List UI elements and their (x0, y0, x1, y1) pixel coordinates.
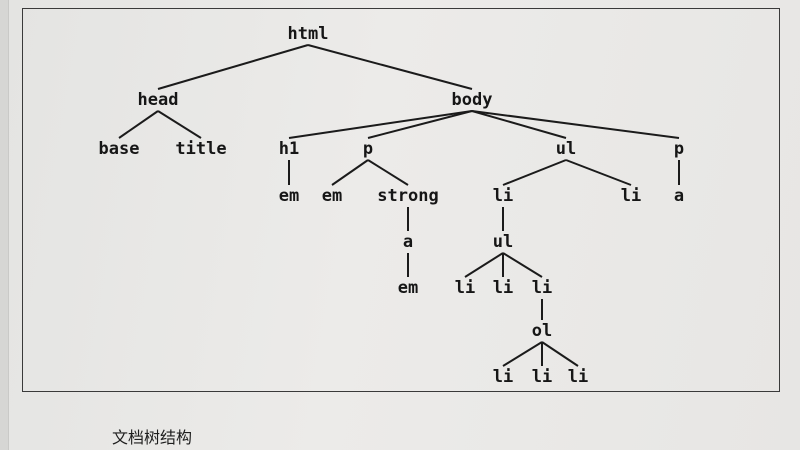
edge-ol-li6 (502, 341, 543, 367)
node-a2: a (674, 186, 684, 206)
edge-ul2-li5 (502, 252, 543, 278)
edge-body-h1 (288, 110, 473, 139)
node-strong: strong (377, 186, 438, 206)
node-title: title (175, 139, 226, 159)
edge-html-head (157, 44, 309, 90)
page-edge (0, 0, 9, 450)
figure-caption: 文档树结构 (112, 428, 193, 447)
node-h1: h1 (279, 139, 299, 159)
node-li8: li (568, 367, 588, 387)
node-a1: a (403, 232, 413, 252)
node-li7: li (532, 367, 552, 387)
node-li5: li (532, 278, 552, 298)
node-li4: li (493, 278, 513, 298)
tree-edges (118, 44, 680, 367)
edge-body-p2 (471, 110, 680, 139)
node-html: html (288, 24, 329, 44)
edge-p1-strong (367, 159, 409, 186)
node-li6: li (493, 367, 513, 387)
edge-head-title (157, 110, 202, 139)
edge-ul2-li3 (464, 252, 504, 278)
node-li3: li (455, 278, 475, 298)
node-li2: li (621, 186, 641, 206)
node-ul2: ul (493, 232, 513, 252)
node-ol: ol (532, 321, 552, 341)
edge-body-p1 (367, 110, 473, 139)
node-p2: p (674, 139, 684, 159)
diagram-frame (22, 8, 780, 392)
node-head: head (138, 90, 179, 110)
node-em1: em (279, 186, 299, 206)
node-ul1: ul (556, 139, 576, 159)
edge-ul1-li1 (502, 159, 567, 186)
node-li1: li (493, 186, 513, 206)
edge-p1-em2 (331, 159, 369, 186)
node-p1: p (363, 139, 373, 159)
tree-nodes: html head body base title h1 em p em strong a em ul l… (99, 24, 685, 387)
node-base: base (99, 139, 140, 159)
node-em3: em (398, 278, 418, 298)
edge-body-ul1 (471, 110, 567, 139)
edge-ol-li8 (541, 341, 579, 367)
edge-ul1-li2 (565, 159, 632, 186)
edge-html-body (307, 44, 473, 90)
edge-head-base (118, 110, 159, 139)
node-body: body (452, 90, 493, 110)
node-em2: em (322, 186, 342, 206)
